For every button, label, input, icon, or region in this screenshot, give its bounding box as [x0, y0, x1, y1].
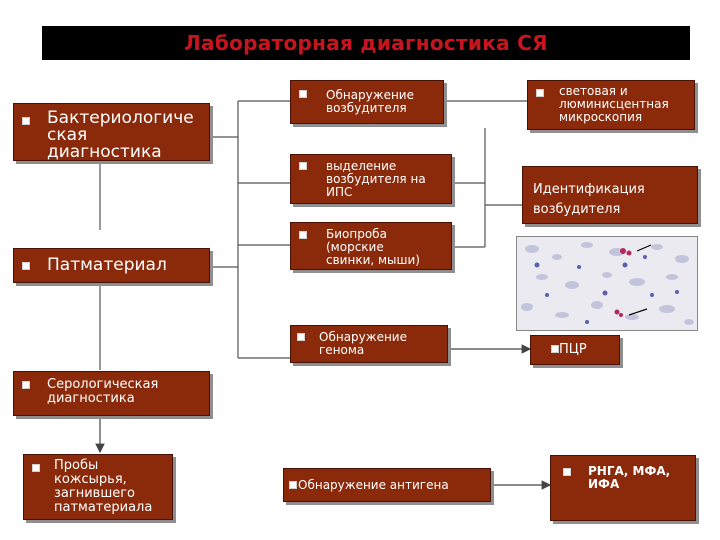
page-title: Лабораторная диагностика СЯ [42, 26, 690, 60]
identification-label: Идентификация возбудителя [533, 182, 645, 217]
bullet-icon [299, 231, 307, 239]
antigen-detection-box: Обнаружение антигена [283, 468, 491, 502]
pathmaterial-label: Патматериал [47, 255, 167, 275]
bullet-icon [22, 117, 30, 125]
serological-diagnosis-box: Серологическая диагностика [13, 371, 210, 416]
microscopy-box: световая и люминисцентная микроскопия [527, 80, 695, 130]
pcr-box: ПЦР [530, 335, 620, 365]
microscopy-label: световая и люминисцентная микроскопия [559, 84, 669, 124]
bullet-icon [289, 481, 297, 489]
bullet-icon [297, 333, 305, 341]
bullet-icon [22, 262, 30, 270]
samples-box: Пробы кожсырья, загнившего патматериала [23, 454, 173, 520]
bullet-icon [563, 468, 571, 476]
ips-isolation-label: выделение возбудителя на ИПС [326, 159, 426, 199]
bullet-icon [299, 162, 307, 170]
samples-label: Пробы кожсырья, загнившего патматериала [54, 458, 153, 515]
bullet-icon [299, 90, 307, 98]
bioassay-label: Биопроба (морские свинки, мыши) [326, 227, 420, 267]
rnga-box: РНГА, МФА, ИФА [550, 455, 696, 521]
pathmaterial-box: Патматериал [13, 248, 210, 283]
bullet-icon [551, 345, 559, 353]
serological-diagnosis-label: Серологическая диагностика [47, 377, 159, 406]
bacteriological-diagnosis-box: Бактериологиче ская диагностика [13, 103, 210, 161]
pcr-label: ПЦР [559, 342, 587, 357]
ips-isolation-box: выделение возбудителя на ИПС [290, 154, 452, 204]
bullet-icon [22, 381, 30, 389]
identification-box: Идентификация возбудителя [522, 166, 698, 224]
pathogen-detection-label: Обнаружение возбудителя [326, 88, 414, 115]
rnga-label: РНГА, МФА, ИФА [588, 464, 671, 491]
pathogen-detection-box: Обнаружение возбудителя [290, 80, 444, 124]
microscopy-photo [516, 236, 698, 331]
bullet-icon [536, 89, 544, 97]
bacteriological-diagnosis-label: Бактериологиче ская диагностика [47, 108, 194, 161]
genome-detection-label: Обнаружение геномa [319, 330, 407, 357]
bioassay-box: Биопроба (морские свинки, мыши) [290, 222, 452, 270]
genome-detection-box: Обнаружение геномa [290, 325, 448, 363]
bullet-icon [32, 464, 40, 472]
antigen-detection-label: Обнаружение антигена [298, 478, 449, 492]
